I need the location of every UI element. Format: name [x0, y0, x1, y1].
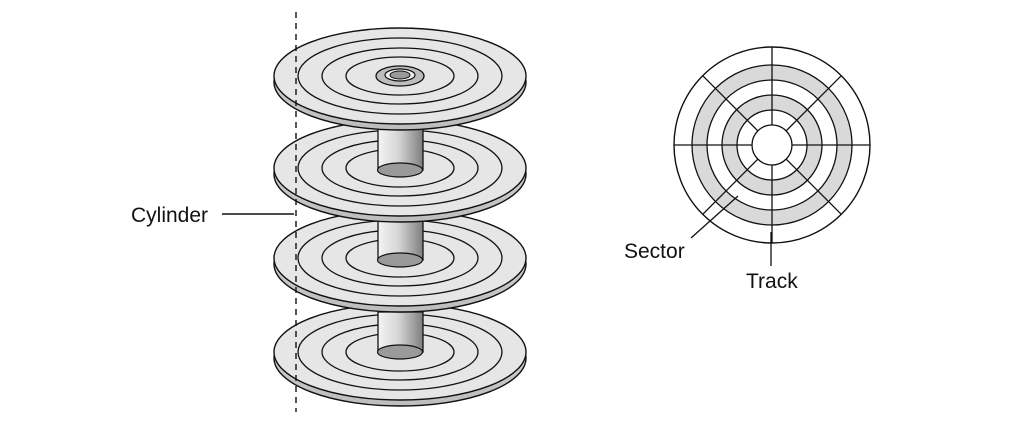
track-sector-disk — [673, 46, 871, 244]
platter-stack — [273, 27, 527, 407]
sector-lines — [674, 47, 870, 243]
spindle-hub — [375, 65, 425, 87]
spindle-segment-1 — [376, 127, 424, 178]
cylinder-label: Cylinder — [131, 204, 208, 227]
track-label: Track — [746, 270, 798, 293]
platter-1 — [273, 27, 527, 131]
sector-leader-line — [690, 195, 739, 239]
spindle-segment-3 — [376, 311, 424, 360]
spindle-segment-2 — [376, 219, 424, 268]
platter-1-tracks — [297, 37, 503, 115]
sector-label: Sector — [624, 240, 685, 263]
